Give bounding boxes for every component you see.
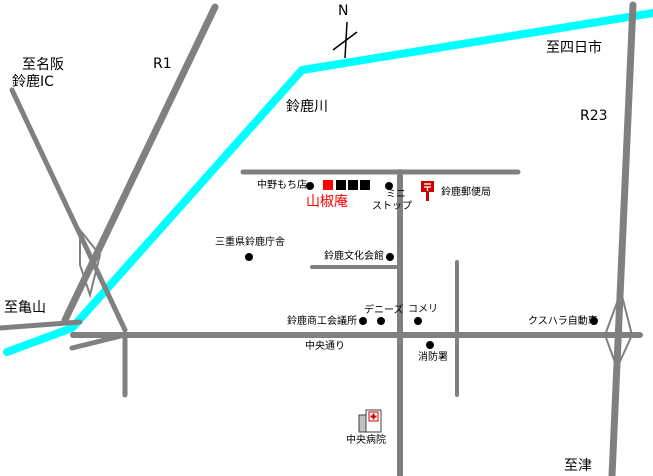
destination-square-1 xyxy=(336,180,346,190)
label-culture-hall: 鈴鹿文化会館 xyxy=(324,251,384,262)
marker-chamber xyxy=(359,317,367,325)
destination-square-red xyxy=(323,180,333,190)
road-r23 xyxy=(608,1,637,476)
river-label: 鈴鹿川 xyxy=(286,99,328,115)
destination-square-2 xyxy=(348,180,358,190)
hospital-icon xyxy=(358,409,382,433)
marker-kusuhara xyxy=(590,317,598,325)
label-ministop-line2: ストップ xyxy=(372,200,412,212)
road-r1 xyxy=(61,3,219,324)
label-ministop: ミニ ストップ xyxy=(372,189,412,212)
road-link-southwest xyxy=(69,332,128,351)
direction-nagoya-line1: 至名阪 xyxy=(22,57,64,73)
interchange-east xyxy=(603,288,634,371)
label-chamber: 鈴鹿商工会議所 xyxy=(287,316,357,327)
interchange-west xyxy=(79,227,102,299)
label-nakano-mochi: 中野もち店 xyxy=(257,180,307,191)
label-destination: 山椒庵 xyxy=(306,194,348,210)
direction-tsu: 至津 xyxy=(564,458,592,474)
road-label-r23: R23 xyxy=(580,108,608,124)
north-arrow-icon xyxy=(332,21,358,59)
marker-fire-station xyxy=(426,341,434,349)
marker-mie-office xyxy=(245,253,253,261)
marker-ministop xyxy=(385,182,393,190)
road-nagoya xyxy=(9,87,128,333)
destination-marker xyxy=(323,180,370,190)
marker-dennys xyxy=(377,317,385,325)
label-dennys: デニーズ xyxy=(364,305,404,316)
suzuka-river xyxy=(3,9,653,356)
label-chuo-dori: 中央通り xyxy=(305,341,345,352)
marker-komeri xyxy=(414,317,422,325)
label-hospital: 中央病院 xyxy=(346,435,386,446)
label-mie-office: 三重県鈴鹿庁舎 xyxy=(215,237,285,248)
label-kusuhara: クスハラ自動車 xyxy=(528,316,598,327)
label-ministop-line1: ミニ xyxy=(386,189,406,200)
marker-nakano-mochi xyxy=(306,182,314,190)
label-fire-station: 消防署 xyxy=(418,352,448,363)
post-office-icon xyxy=(421,181,434,201)
road-kameyama xyxy=(0,319,83,331)
direction-kameyama: 至亀山 xyxy=(4,300,46,316)
label-komeri: コメリ xyxy=(408,304,438,315)
location-markers xyxy=(245,182,598,349)
road-label-r1: R1 xyxy=(153,56,172,72)
direction-yokkaichi: 至四日市 xyxy=(546,40,602,56)
destination-square-3 xyxy=(360,180,370,190)
label-post-office: 鈴鹿郵便局 xyxy=(441,187,491,198)
marker-culture-hall xyxy=(386,253,394,261)
compass-north-label: N xyxy=(338,3,349,19)
direction-nagoya-line2: 鈴鹿IC xyxy=(12,74,54,90)
